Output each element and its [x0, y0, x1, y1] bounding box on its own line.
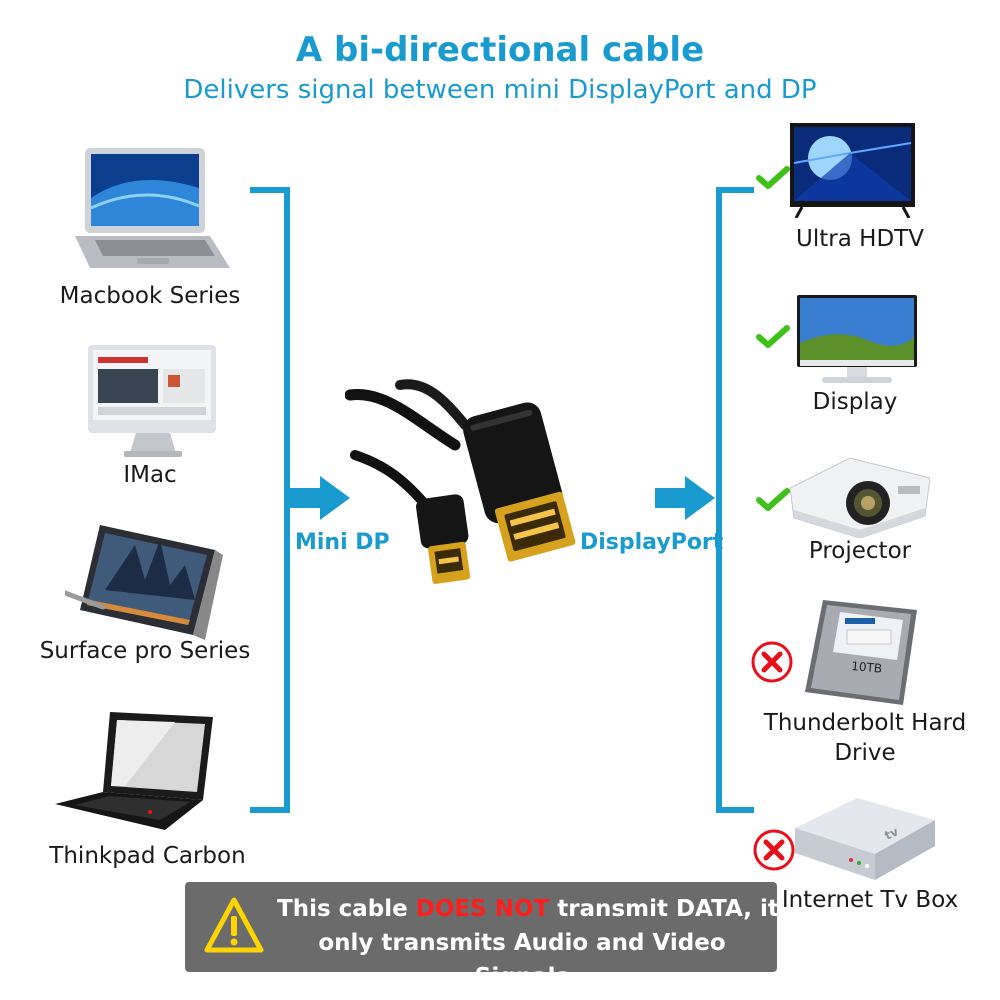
- tv-icon: [790, 123, 915, 218]
- cable-icon: [345, 379, 576, 584]
- device-label-projector: Projector: [808, 538, 912, 564]
- left-bracket-bottom: [250, 807, 290, 813]
- hard-drive-icon: 10TB: [805, 600, 917, 705]
- right-bracket-vertical: [716, 187, 722, 813]
- warning-does-not: DOES NOT: [415, 896, 550, 922]
- page-title: A bi-directional cable: [295, 30, 705, 70]
- cross-icon: [753, 829, 795, 871]
- device-label-surface: Surface pro Series: [39, 638, 251, 664]
- arrow-right-icon: [655, 476, 715, 520]
- warning-icon: [204, 897, 264, 953]
- left-bracket-vertical: [284, 187, 290, 813]
- arrow-right-icon: [290, 476, 350, 520]
- device-label-hdd-line1: Thunderbolt Hard: [763, 710, 967, 736]
- cross-icon: [751, 641, 793, 683]
- page-subtitle: Delivers signal between mini DisplayPort…: [183, 75, 817, 105]
- check-icon: [756, 325, 790, 348]
- warning-line1-post: transmit DATA, it: [549, 896, 779, 922]
- warning-banner: This cable DOES NOT transmit DATA, it on…: [185, 882, 779, 990]
- tv-box-icon: tv: [795, 798, 935, 880]
- device-label-macbook: Macbook Series: [59, 283, 241, 309]
- warning-line2: only transmits Audio and Video Signals: [318, 930, 726, 990]
- warning-line1: This cable DOES NOT transmit DATA, it: [277, 892, 779, 926]
- device-label-tvbox: Internet Tv Box: [781, 887, 959, 913]
- hdd-capacity-text: 10TB: [851, 659, 883, 676]
- device-label-imac: IMac: [123, 462, 177, 488]
- imac-icon: [88, 345, 216, 457]
- check-icon: [756, 488, 790, 511]
- displayport-label: DisplayPort: [580, 530, 724, 555]
- device-label-hdd-line2: Drive: [834, 740, 896, 766]
- mini-dp-label: Mini DP: [295, 530, 390, 555]
- warning-line1-pre: This cable: [277, 896, 416, 922]
- device-label-thinkpad: Thinkpad Carbon: [49, 843, 246, 869]
- laptop-icon: [75, 148, 230, 268]
- laptop-icon: [55, 712, 213, 830]
- device-label-hdtv: Ultra HDTV: [796, 226, 924, 252]
- monitor-icon: [797, 295, 917, 383]
- right-bracket-top: [716, 187, 754, 193]
- projector-icon: [790, 458, 930, 538]
- tv-box-logo-text: tv: [882, 824, 900, 842]
- right-bracket-bottom: [716, 807, 754, 813]
- device-label-display: Display: [812, 389, 898, 415]
- left-bracket-top: [250, 187, 290, 193]
- tablet-icon: [65, 525, 223, 640]
- check-icon: [756, 166, 790, 189]
- warning-text: This cable DOES NOT transmit DATA, it on…: [277, 892, 779, 994]
